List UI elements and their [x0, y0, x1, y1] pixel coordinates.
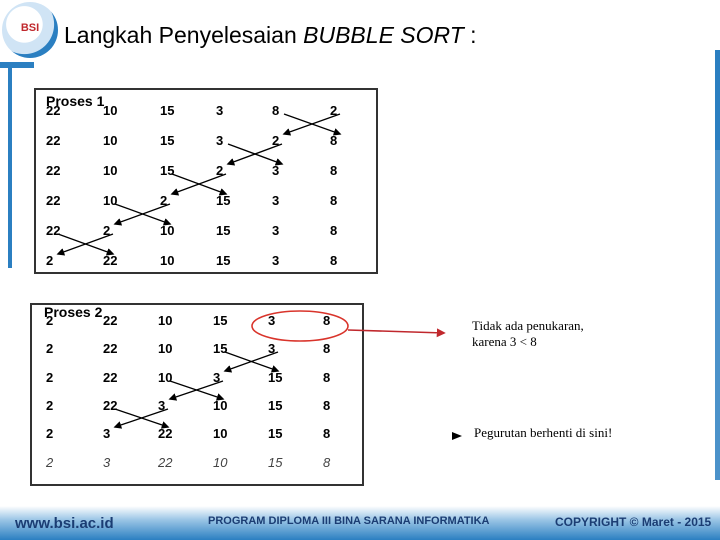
- proses2-cell: 15: [213, 313, 228, 328]
- proses2-cell: 2: [46, 398, 54, 413]
- proses2-cell: 2: [46, 455, 54, 470]
- proses1-cell: 22: [46, 193, 61, 208]
- proses2-cell: 15: [268, 398, 283, 413]
- proses2-cell: 10: [158, 341, 173, 356]
- proses2-cell: 10: [158, 370, 173, 385]
- proses2-cell: 2: [46, 370, 54, 385]
- bsi-logo: BSI: [2, 2, 58, 58]
- footer-program: PROGRAM DIPLOMA III BINA SARANA INFORMAT…: [208, 515, 490, 527]
- footer-bar: [0, 506, 720, 540]
- proses2-cell: 8: [323, 341, 331, 356]
- proses-2-table: [30, 303, 364, 486]
- proses1-cell: 8: [330, 253, 338, 268]
- proses1-cell: 2: [330, 103, 338, 118]
- proses2-cell: 8: [323, 455, 331, 470]
- proses2-cell: 22: [103, 398, 118, 413]
- proses2-cell: 10: [213, 455, 228, 470]
- proses2-cell: 15: [268, 455, 283, 470]
- proses2-cell: 15: [268, 426, 283, 441]
- proses1-cell: 15: [160, 163, 175, 178]
- note-stop: Pegurutan berhenti di sini!: [474, 425, 613, 440]
- title-tail: :: [463, 22, 477, 48]
- proses2-cell: 2: [46, 341, 54, 356]
- proses2-cell: 8: [323, 426, 331, 441]
- proses2-cell: 3: [103, 455, 111, 470]
- proses-1-title: Proses 1: [46, 93, 105, 109]
- proses2-cell: 10: [213, 398, 228, 413]
- proses2-cell: 22: [158, 455, 173, 470]
- proses1-cell: 2: [216, 163, 224, 178]
- logo-text: BSI: [20, 22, 40, 34]
- proses2-cell: 15: [268, 370, 283, 385]
- proses1-cell: 10: [160, 253, 175, 268]
- footer-website[interactable]: www.bsi.ac.id: [15, 515, 114, 532]
- proses1-cell: 2: [160, 193, 168, 208]
- proses1-cell: 3: [272, 253, 280, 268]
- proses2-cell: 22: [103, 341, 118, 356]
- proses1-cell: 15: [216, 193, 231, 208]
- proses2-cell: 8: [323, 398, 331, 413]
- title-emphasis: BUBBLE SORT: [303, 22, 464, 48]
- proses1-cell: 10: [103, 163, 118, 178]
- proses-1-table: [34, 88, 378, 274]
- proses1-cell: 22: [103, 253, 118, 268]
- proses1-cell: 8: [330, 223, 338, 238]
- left-accent-line: [8, 68, 12, 268]
- proses1-cell: 8: [330, 193, 338, 208]
- right-accent-line-lower: [715, 150, 720, 480]
- proses1-cell: 22: [46, 223, 61, 238]
- proses1-cell: 10: [160, 223, 175, 238]
- proses1-cell: 10: [103, 133, 118, 148]
- proses2-cell: 15: [213, 341, 228, 356]
- stop-note-pointer: [452, 432, 462, 440]
- proses-2-title: Proses 2: [44, 304, 103, 320]
- proses1-cell: 3: [216, 103, 224, 118]
- proses1-cell: 2: [46, 253, 54, 268]
- proses1-cell: 8: [272, 103, 280, 118]
- proses1-cell: 22: [46, 163, 61, 178]
- proses2-cell: 3: [158, 398, 166, 413]
- proses1-cell: 8: [330, 133, 338, 148]
- proses2-cell: 2: [46, 313, 54, 328]
- note-no-swap-line2: karena 3 < 8: [472, 334, 537, 349]
- proses1-cell: 8: [330, 163, 338, 178]
- proses1-cell: 15: [216, 223, 231, 238]
- footer-copyright: COPYRIGHT © Maret - 2015: [555, 515, 712, 529]
- proses1-cell: 3: [272, 193, 280, 208]
- proses2-cell: 3: [103, 426, 111, 441]
- proses1-cell: 10: [103, 193, 118, 208]
- note-no-swap-line1: Tidak ada penukaran,: [472, 318, 584, 333]
- proses1-cell: 3: [272, 223, 280, 238]
- proses2-cell: 8: [323, 370, 331, 385]
- proses2-cell: 3: [268, 313, 276, 328]
- proses1-cell: 3: [272, 163, 280, 178]
- proses1-cell: 2: [272, 133, 280, 148]
- proses1-cell: 15: [160, 133, 175, 148]
- proses2-cell: 8: [323, 313, 331, 328]
- proses1-cell: 15: [216, 253, 231, 268]
- proses2-cell: 22: [103, 370, 118, 385]
- proses2-cell: 22: [103, 313, 118, 328]
- proses2-cell: 22: [158, 426, 173, 441]
- proses1-cell: 22: [46, 103, 61, 118]
- proses2-cell: 3: [213, 370, 221, 385]
- right-accent-line: [715, 50, 720, 150]
- proses2-cell: 10: [213, 426, 228, 441]
- page-title: Langkah Penyelesaian BUBBLE SORT :: [64, 22, 477, 49]
- proses2-cell: 2: [46, 426, 54, 441]
- proses1-cell: 2: [103, 223, 111, 238]
- proses1-cell: 22: [46, 133, 61, 148]
- proses1-cell: 3: [216, 133, 224, 148]
- title-plain: Langkah Penyelesaian: [64, 22, 304, 48]
- proses2-cell: 10: [158, 313, 173, 328]
- left-accent-bar: [0, 62, 34, 68]
- proses2-cell: 3: [268, 341, 276, 356]
- proses1-cell: 10: [103, 103, 118, 118]
- proses1-cell: 15: [160, 103, 175, 118]
